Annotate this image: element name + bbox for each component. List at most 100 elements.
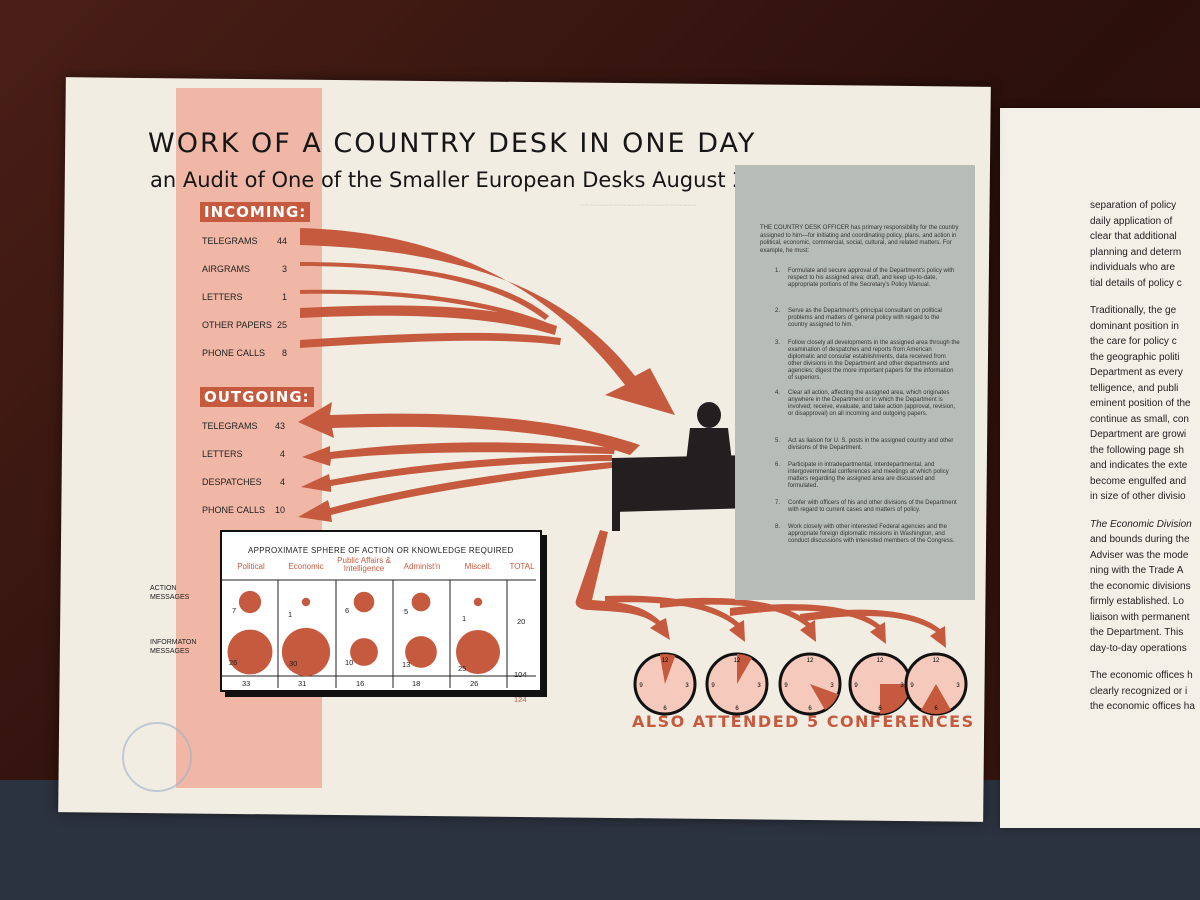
arrow-outgoing-phone — [298, 462, 612, 522]
arrow-incoming-telegrams — [300, 228, 675, 415]
info-total: 104 — [514, 670, 527, 679]
action-count: 1 — [462, 614, 467, 623]
outgoing-row: PHONE CALLS 10 — [202, 505, 297, 515]
right-page-line: dominant position in — [1090, 320, 1179, 332]
column-total: 16 — [356, 679, 365, 688]
action-count: 5 — [404, 607, 409, 616]
action-circle — [238, 590, 262, 614]
right-page-line: telligence, and publi — [1090, 382, 1179, 394]
right-page-line: planning and determ — [1090, 246, 1182, 258]
clock-numeral: 3 — [830, 683, 834, 689]
clock-numeral: 9 — [910, 683, 914, 689]
library-stamp — [122, 722, 192, 792]
right-page-line: Department are growi — [1090, 429, 1187, 440]
duty-text: Clear all action, affecting the assigned… — [788, 390, 956, 417]
duty-item: 1.Formulate and secure approval of the D… — [775, 268, 960, 289]
outgoing-item-value: 10 — [274, 505, 285, 515]
duty-item: 7. Confer with officers of his and other … — [775, 500, 960, 514]
info-count: 30 — [289, 659, 298, 668]
action-total: 20 — [517, 617, 526, 626]
duty-item: 3.Follow closely all developments in the… — [775, 340, 960, 382]
duty-text: Confer with officers of his and other di… — [788, 500, 957, 513]
right-page-line: The Economic Division — [1090, 518, 1192, 530]
outgoing-item-label: PHONE CALLS — [202, 505, 266, 515]
clock-numeral: 6 — [735, 706, 739, 712]
arrow-outgoing-despatches — [301, 455, 612, 492]
duty-number: 2. — [775, 308, 781, 314]
arrow-incoming-airgrams — [300, 262, 549, 320]
clock-numeral: 9 — [711, 683, 715, 689]
info-count: 13 — [402, 660, 411, 669]
sphere-title: APPROXIMATE SPHERE OF ACTION OR KNOWLEDG… — [248, 546, 514, 555]
clock-numeral: 9 — [639, 683, 643, 689]
duty-number: 6. — [775, 462, 781, 468]
duty-item: 2.Serve as the Department's principal co… — [775, 308, 960, 329]
right-page-line: the Department. This — [1090, 627, 1184, 638]
right-page-line: daily application of — [1090, 215, 1173, 227]
arrow-incoming-phone — [300, 332, 561, 348]
arrow-incoming-other — [300, 305, 557, 335]
column-total: 18 — [412, 679, 421, 688]
outgoing-row: DESPATCHES 4 — [202, 477, 297, 487]
action-count: 1 — [288, 610, 293, 619]
clock-numeral: 12 — [734, 658, 741, 664]
clock-numeral: 6 — [663, 706, 667, 712]
right-page-line: clear that additional — [1090, 231, 1177, 242]
duty-item: 5.Act as liaison for U. S. posts in the … — [775, 438, 960, 452]
clock-numeral: 12 — [877, 658, 884, 664]
duty-text: Participate in intradepartmental, interd… — [788, 462, 949, 489]
duty-number: 7. — [775, 500, 781, 506]
action-circle — [473, 597, 483, 607]
clock-numeral: 3 — [900, 683, 904, 689]
right-page-line: the economic offices ha — [1090, 701, 1195, 712]
clock-numeral: 3 — [685, 683, 689, 689]
duty-number: 1. — [775, 268, 781, 274]
clock-numeral: 9 — [784, 683, 788, 689]
incoming-item-value: 25 — [276, 320, 287, 330]
outgoing-label: OUTGOING: — [200, 387, 314, 407]
info-count: 26 — [229, 658, 238, 667]
right-page-line: Traditionally, the ge — [1090, 305, 1177, 316]
outgoing-item-value: 4 — [279, 477, 285, 487]
right-page-line: eminent position of the — [1090, 398, 1191, 409]
clock-numeral: 6 — [934, 706, 938, 712]
bleed-through-text: ~~~~~~~~~~~~~~~~~~~~~~~~~ — [580, 201, 697, 210]
outgoing-item-label: DESPATCHES — [202, 477, 262, 487]
action-circle — [353, 591, 375, 613]
right-page-line: in size of other divisio — [1090, 491, 1186, 502]
sphere-column-header: Administ'n — [403, 562, 441, 571]
outgoing-item-value: 4 — [279, 449, 285, 459]
arrow-to-conferences — [575, 530, 670, 640]
incoming-item-label: AIRGRAMS — [202, 264, 251, 274]
clock-numeral: 6 — [808, 706, 812, 712]
action-circle — [301, 597, 311, 607]
info-circle — [227, 629, 273, 675]
right-page-line: firmly established. Lo — [1090, 596, 1184, 607]
sphere-column-header: TOTAL — [509, 562, 535, 571]
incoming-item-label: TELEGRAMS — [202, 236, 258, 246]
sphere-column-header: Economic — [288, 562, 324, 571]
clock-numeral: 9 — [854, 683, 858, 689]
right-page-line: Department as every — [1090, 367, 1183, 378]
column-total: 31 — [298, 679, 307, 688]
right-page-line: ning with the Trade A — [1090, 565, 1184, 576]
info-circle — [456, 630, 500, 674]
info-count: 10 — [345, 658, 354, 667]
outgoing-item-value: 43 — [274, 421, 285, 431]
duty-number: 5. — [775, 438, 781, 444]
duty-item: 8.Work closely with other interested Fed… — [775, 524, 960, 545]
row-label-info: INFORMATON MESSAGES — [150, 639, 197, 655]
duty-item: 6. Participate in intradepartmental, inte… — [775, 462, 960, 490]
info-count: 25 — [458, 664, 467, 673]
